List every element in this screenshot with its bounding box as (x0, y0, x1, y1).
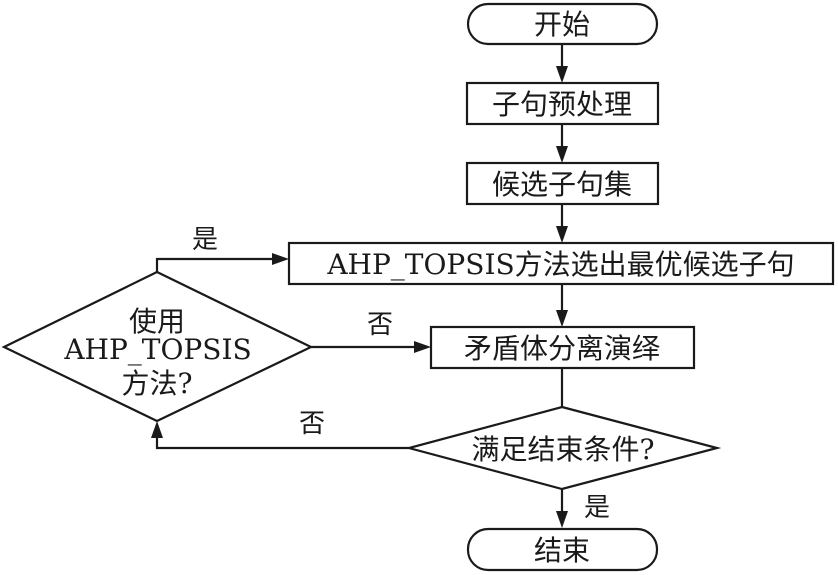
node-end-label: 结束 (534, 534, 590, 567)
node-end: 结束 (466, 527, 659, 572)
process-shape (287, 241, 835, 286)
terminator-shape (466, 527, 659, 572)
arrow-head (556, 146, 568, 163)
arrow-head (556, 66, 568, 83)
edge-no-loop-back (155, 434, 409, 450)
arrow-head (151, 421, 163, 438)
node-preprocess: 子句预处理 (465, 81, 660, 126)
node-deduction-label: 矛盾体分离演绎 (464, 332, 660, 365)
arrow-head (556, 511, 568, 528)
node-use-ahp-line3: 方法? (121, 367, 192, 400)
node-ahp-select: AHP_TOPSIS方法选出最优候选子句 (287, 241, 835, 286)
node-use-ahp-line1: 使用 (129, 305, 185, 338)
node-end-check: 满足结束条件? (404, 405, 722, 491)
edge-label-yes-to-end: 是 (584, 493, 610, 523)
arrow-head (272, 253, 289, 265)
arrow-head (556, 226, 568, 243)
edge-label-yes-to-ahp: 是 (192, 225, 218, 255)
process-shape (465, 81, 660, 126)
edge-yes-to-ahp (155, 257, 276, 272)
node-end-check-label: 满足结束条件? (471, 433, 654, 466)
node-ahp-select-label: AHP_TOPSIS方法选出最优候选子句 (326, 248, 794, 281)
node-start-label: 开始 (534, 8, 590, 41)
node-deduction: 矛盾体分离演绎 (429, 325, 696, 370)
arrow-head (414, 341, 431, 353)
node-candidates: 候选子句集 (465, 161, 660, 206)
node-use-ahp-line2: AHP_TOPSIS (63, 333, 251, 366)
node-use-ahp: 使用 AHP_TOPSIS 方法? (1, 270, 314, 423)
edge-label-no-loop-back: 否 (299, 409, 325, 439)
node-candidates-label: 候选子句集 (492, 168, 632, 201)
node-preprocess-label: 子句预处理 (492, 88, 632, 121)
node-start: 开始 (466, 2, 659, 46)
edge-label-no-to-deduction: 否 (367, 310, 393, 340)
arrow-head (556, 310, 568, 327)
